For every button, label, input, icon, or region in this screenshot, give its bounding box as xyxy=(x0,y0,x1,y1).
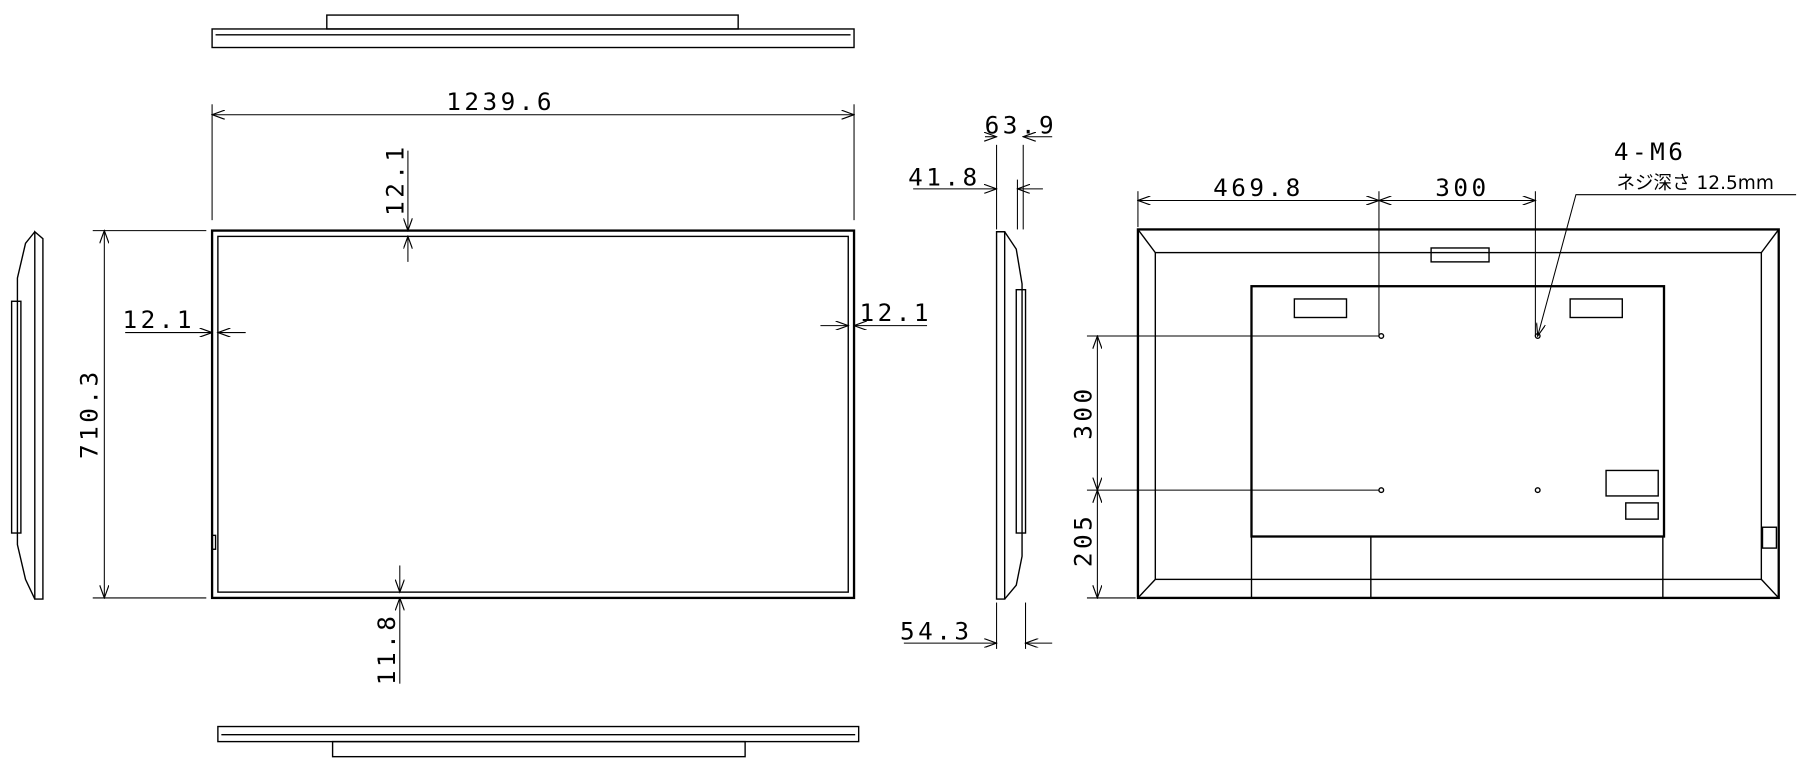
screw-depth-label: ネジ深さ 12.5mm xyxy=(1616,173,1773,194)
dimension-labels: 1239.6 710.3 12.1 12.1 12.1 11.8 63.9 41… xyxy=(74,87,1774,685)
back-view xyxy=(1136,228,1780,600)
dim-depth-total: 63.9 xyxy=(985,110,1057,139)
dim-vesa-offset-y: 205 xyxy=(1069,513,1098,567)
bottom-view xyxy=(217,725,860,758)
dim-bezel-right: 12.1 xyxy=(860,298,933,327)
top-view xyxy=(211,14,855,49)
vesa-screw-holes xyxy=(1378,333,1541,494)
screw-spec-label: 4-M6 xyxy=(1614,137,1687,166)
left-side-view xyxy=(10,230,44,600)
dim-bezel-top: 12.1 xyxy=(380,143,409,216)
dimension-lines xyxy=(92,104,1797,684)
dim-height: 710.3 xyxy=(74,368,103,459)
dim-vesa-offset-x: 469.8 xyxy=(1213,173,1304,202)
dim-bezel-left: 12.1 xyxy=(123,305,196,334)
dim-vesa-width: 300 xyxy=(1435,173,1489,202)
right-side-view xyxy=(995,231,1027,600)
dim-width: 1239.6 xyxy=(446,87,555,116)
dim-depth-body: 41.8 xyxy=(908,162,981,191)
dim-depth-bottom: 54.3 xyxy=(900,617,973,646)
front-view xyxy=(210,229,856,600)
dim-bezel-bottom: 11.8 xyxy=(372,613,401,686)
dim-vesa-height: 300 xyxy=(1069,385,1098,439)
